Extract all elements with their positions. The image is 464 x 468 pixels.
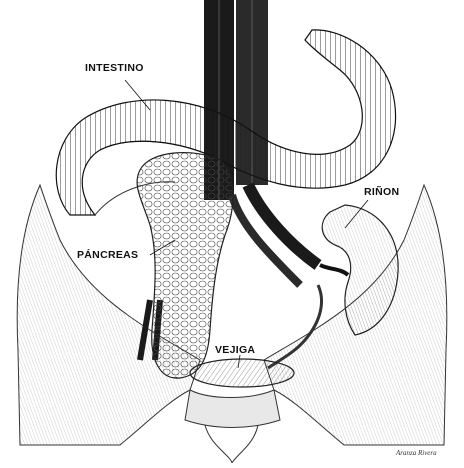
label-pancreas: PÁNCREAS xyxy=(77,249,138,261)
label-intestino: INTESTINO xyxy=(85,62,144,74)
bladder xyxy=(190,359,294,387)
label-vejiga: VEJIGA xyxy=(215,344,255,356)
label-rinon: RIÑON xyxy=(364,186,399,198)
artist-signature: Aranza Rivera xyxy=(396,449,437,457)
